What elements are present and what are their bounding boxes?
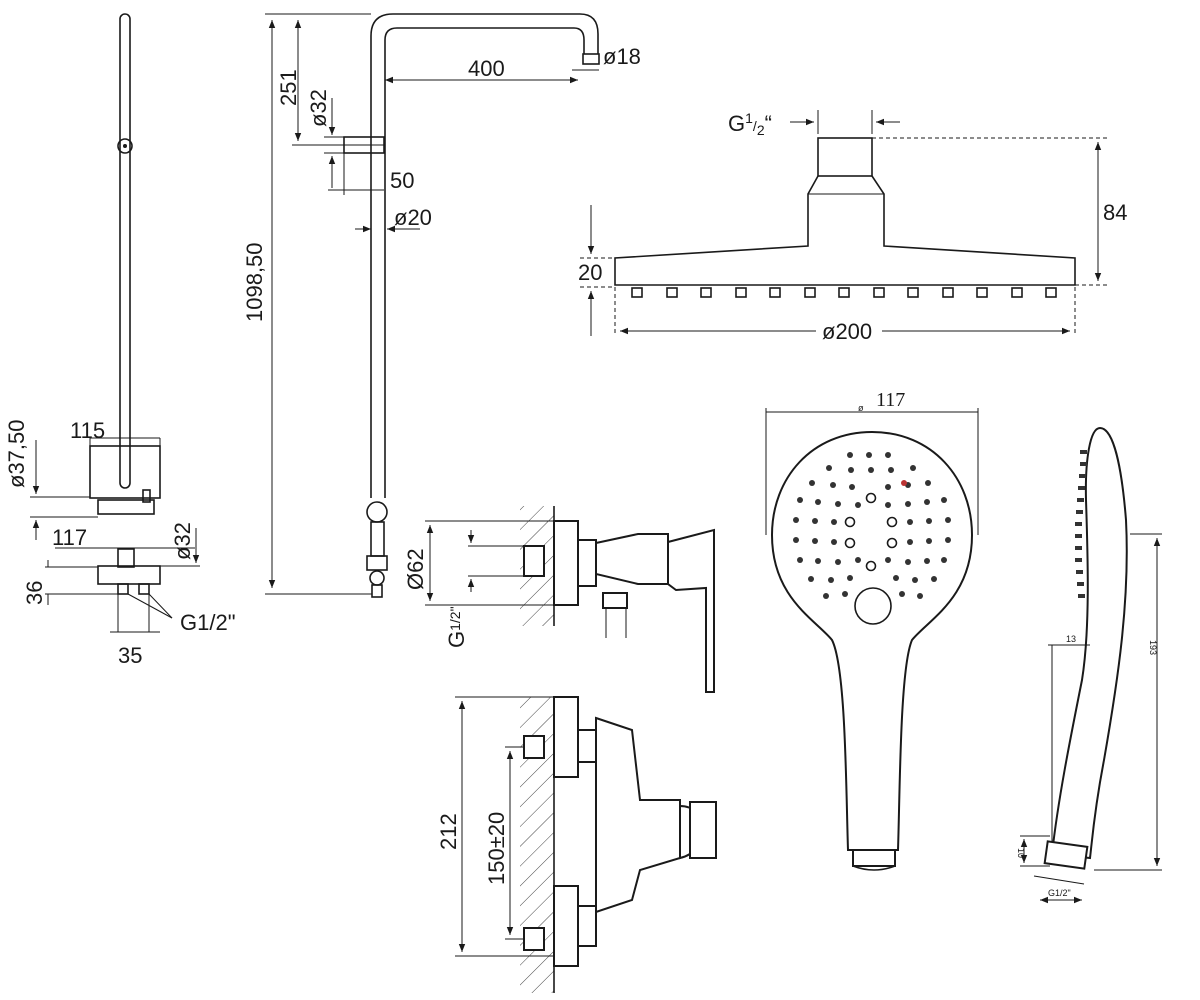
hand-diameter-label: 117 — [876, 389, 905, 411]
outlet-spacing-label: 35 — [118, 643, 142, 668]
hand-diameter-symbol: ø — [858, 403, 864, 413]
arm-diameter-label: ø18 — [603, 44, 641, 69]
hand-thread-label: G1/2" — [1048, 888, 1071, 898]
shower-column-front-view — [265, 13, 600, 598]
side-nozzles — [1075, 450, 1087, 598]
head-thread-g: G — [728, 111, 745, 136]
hand-tip-offset-label: 13 — [1066, 634, 1076, 644]
holder-offset-label: 50 — [390, 168, 414, 193]
head-diameter-label: ø200 — [822, 319, 872, 344]
head-thread-num: 1 — [745, 110, 753, 126]
head-thread-den: 2 — [757, 122, 765, 138]
inlet-spacing-label: 150±20 — [484, 812, 509, 885]
nozzle-dots — [793, 452, 951, 599]
mixer-side-view — [425, 506, 715, 693]
pipe-top-diameter-label: ø32 — [306, 89, 331, 127]
head-height-label: 84 — [1103, 200, 1127, 225]
plate-thickness-label: 20 — [578, 260, 602, 285]
top-offset-label: 251 — [276, 69, 301, 106]
bracket-width-label: 115 — [70, 418, 105, 443]
rain-shower-head-view — [580, 110, 1110, 336]
mixer-height-front-label: 212 — [436, 813, 461, 850]
mixer-thread-label: G1/2" — [444, 606, 469, 648]
arm-length-label: 400 — [468, 56, 505, 81]
bracket-diameter-label: ø37,50 — [4, 420, 29, 489]
hand-shower-side-view — [1020, 426, 1162, 904]
pipe-diameter-label: ø20 — [394, 205, 432, 230]
mixer-front-view — [455, 696, 717, 993]
column-height-label: 1098,50 — [242, 242, 267, 322]
escutcheon-diameter-label: Ø62 — [403, 548, 428, 590]
mixer-diameter-label: ø32 — [170, 522, 195, 560]
hand-thread-length-label: 10 — [1016, 848, 1026, 858]
hand-shower-front-view — [765, 408, 979, 871]
mixer-thread-g: G — [444, 631, 469, 648]
mixer-height-label: 36 — [22, 581, 47, 605]
shower-column-side-view — [30, 13, 200, 633]
mixer-width-label: 117 — [52, 525, 87, 550]
center-nozzles — [844, 480, 907, 572]
nozzle-row — [631, 287, 1057, 298]
head-thread-label: G1/2“ — [728, 110, 772, 138]
head-thread-mark: “ — [765, 111, 772, 136]
side-thread-label: G1/2" — [180, 610, 236, 635]
hand-length-label: 193 — [1148, 640, 1158, 655]
mixer-thread-frac: 1/2" — [447, 606, 463, 630]
